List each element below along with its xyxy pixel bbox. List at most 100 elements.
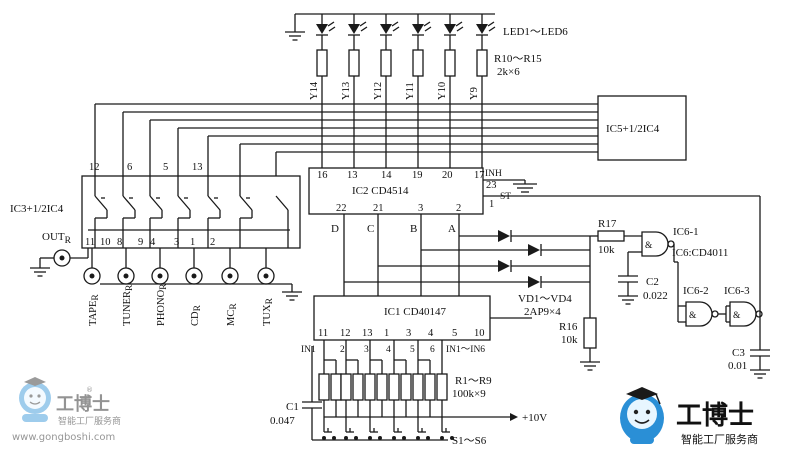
ground-icon [30, 267, 50, 277]
dcba-bus: D C B A [331, 214, 528, 296]
c1-value: 0.047 [270, 415, 295, 427]
watermark-sub: 智能工厂服务商 [58, 415, 121, 427]
svg-text:&: & [689, 311, 697, 321]
svg-text:OUTR: OUTR [42, 231, 72, 246]
watermark-left: 工博士 ® 智能工厂服务商 www.gongboshi.com [12, 377, 121, 443]
resistor-icon [376, 360, 388, 417]
led-icon [444, 14, 464, 50]
vcc-label: +10V [522, 412, 547, 424]
ic3-pin: 4 [150, 237, 156, 248]
input-number: 3 [364, 345, 369, 355]
resistor-icon [412, 49, 424, 77]
y-output-label: Y10 [437, 82, 448, 100]
y-output-label: Y13 [341, 82, 352, 100]
watermark-right: 工博士 智能工厂服务商 [620, 387, 758, 446]
ic1-pin: 5 [452, 328, 457, 339]
ic5-label: IC5+1/2IC4 [606, 123, 660, 135]
vd-value: 2AP9×4 [524, 306, 561, 318]
rca-jack-icon [257, 248, 275, 285]
switch-row [312, 428, 454, 441]
resistor-icon [348, 49, 360, 77]
analog-switch-icon [122, 176, 136, 248]
input-jack-label: TUXR [262, 297, 275, 326]
ic2-pin: 13 [347, 170, 358, 181]
bus-label-d: D [331, 223, 339, 235]
r1-r9-value: 100k×9 [452, 388, 486, 400]
y-output-label: Y14 [309, 81, 320, 100]
ic2-label: IC2 CD4514 [352, 185, 409, 197]
ic2-pin: 20 [442, 170, 453, 181]
analog-switch-icon [177, 176, 191, 248]
resistor-icon [316, 49, 328, 77]
ic2-pin: 22 [336, 203, 347, 214]
diode-icon [528, 276, 590, 288]
analog-switch-icon [275, 195, 289, 248]
analog-switch-icon [239, 176, 253, 248]
diode-icon [498, 260, 590, 272]
push-switch-icon [440, 428, 454, 440]
switches-label: S1～S6 [452, 435, 487, 447]
input-number: 6 [430, 345, 435, 355]
ic3-pin: 8 [117, 237, 122, 248]
input-jack-label: PHONOR [156, 283, 169, 326]
watermark-reg: ® [86, 386, 93, 394]
watermark-url: www.gongboshi.com [12, 432, 115, 443]
led-icon [476, 14, 496, 50]
ic1-pin: 10 [474, 328, 485, 339]
mascot-logo [19, 377, 51, 422]
ic1-label: IC1 CD40147 [384, 306, 447, 318]
svg-text:&: & [733, 311, 741, 321]
resistor-icon [436, 373, 448, 401]
diodes-vd1-vd4: VD1～VD4 2AP9×4 [498, 230, 591, 318]
push-switch-icon [322, 428, 336, 440]
y-output-label: Y9 [469, 87, 480, 100]
c3-value: 0.01 [728, 360, 747, 372]
analog-switch-icon [207, 176, 221, 248]
input-jack-label: CDR [190, 304, 203, 326]
resistor-icon [340, 373, 352, 401]
bus-label-b: B [410, 223, 417, 235]
r1-r9-label: R1～R9 [455, 375, 492, 387]
rca-jack-icon [221, 248, 239, 285]
ic2-pin: 1 [489, 199, 494, 210]
c3-label: C3 [732, 347, 745, 359]
ic6-2-label: IC6-2 [683, 285, 709, 297]
rca-jack-icon [151, 248, 169, 285]
watermark-brand: 工博士 [56, 393, 110, 415]
ground-icon [580, 361, 600, 371]
analog-switch-icon [149, 176, 163, 248]
r16-value: 10k [561, 334, 578, 346]
diode-icon [498, 230, 590, 242]
in1-in6-label: IN1～IN6 [446, 345, 485, 355]
diode-icon [528, 244, 590, 256]
ic3-pin: 3 [174, 237, 179, 248]
svg-text:&: & [645, 241, 653, 251]
mascot-logo [620, 387, 664, 444]
ic1-pin: 13 [362, 328, 373, 339]
r17-label: R17 [598, 218, 617, 230]
push-switch-icon [416, 428, 430, 440]
ic2-pin: 3 [418, 203, 423, 214]
ic3-switch-block: IC3+1/2IC4 12 6 5 13 11 10 8 9 4 3 1 2 [10, 162, 301, 249]
r10-r15-value: 2k×6 [497, 66, 520, 78]
ic1-pin: 1 [384, 328, 389, 339]
resistor-icon [330, 360, 342, 417]
ic6-3-label: IC6-3 [724, 285, 750, 297]
ground-icon [618, 295, 638, 305]
ic2-pin: 21 [373, 203, 384, 214]
vd-label: VD1～VD4 [518, 293, 572, 305]
nand-gate-ic6-1: & IC6-1 IC6:CD4011 [627, 226, 728, 306]
resistor-r17: R17 10k [590, 218, 642, 256]
out-sub: R [65, 236, 72, 246]
ic3-pin: 13 [192, 162, 203, 173]
resistor-r16: R16 10k [559, 317, 600, 371]
input-jack-label: TUNERR [122, 284, 135, 326]
analog-switch-icon [94, 176, 108, 248]
bus-label-c: C [367, 223, 374, 235]
ic2-pin: 19 [412, 170, 423, 181]
control-bus [94, 103, 598, 176]
input-number: 5 [410, 345, 415, 355]
